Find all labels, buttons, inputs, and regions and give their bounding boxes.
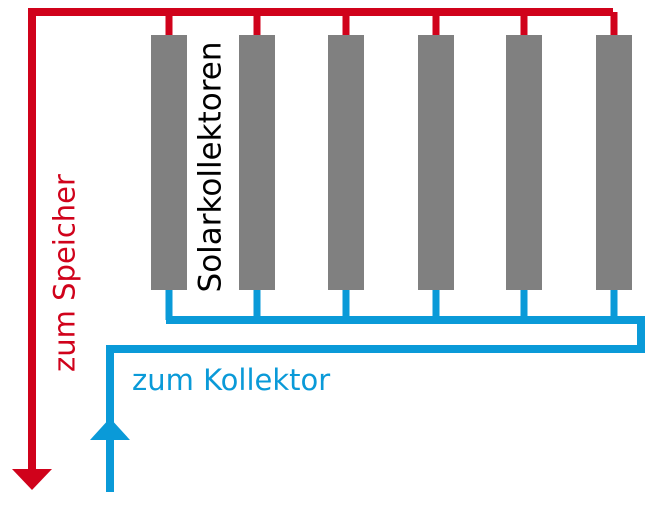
cold-return-pipe	[90, 316, 645, 492]
hot-supply-pipe	[12, 8, 613, 490]
solar-collector-panel	[506, 35, 542, 290]
solar-collector-panel	[418, 35, 454, 290]
hot-main-pipe	[28, 8, 613, 470]
arrow-up-icon	[90, 418, 130, 440]
solar-collector-panel	[596, 35, 632, 290]
solar-collector-panel	[239, 35, 275, 290]
cold-collector-manifold	[106, 316, 645, 492]
label-zum-speicher: zum Speicher	[47, 174, 82, 372]
solar-collector-panel	[151, 35, 187, 290]
arrow-down-icon	[12, 469, 52, 490]
label-solarkollektoren: Solarkollektoren	[192, 41, 229, 293]
collector-panels	[151, 12, 632, 320]
label-zum-kollektor: zum Kollektor	[132, 363, 331, 397]
solar-collector-panel	[328, 35, 364, 290]
